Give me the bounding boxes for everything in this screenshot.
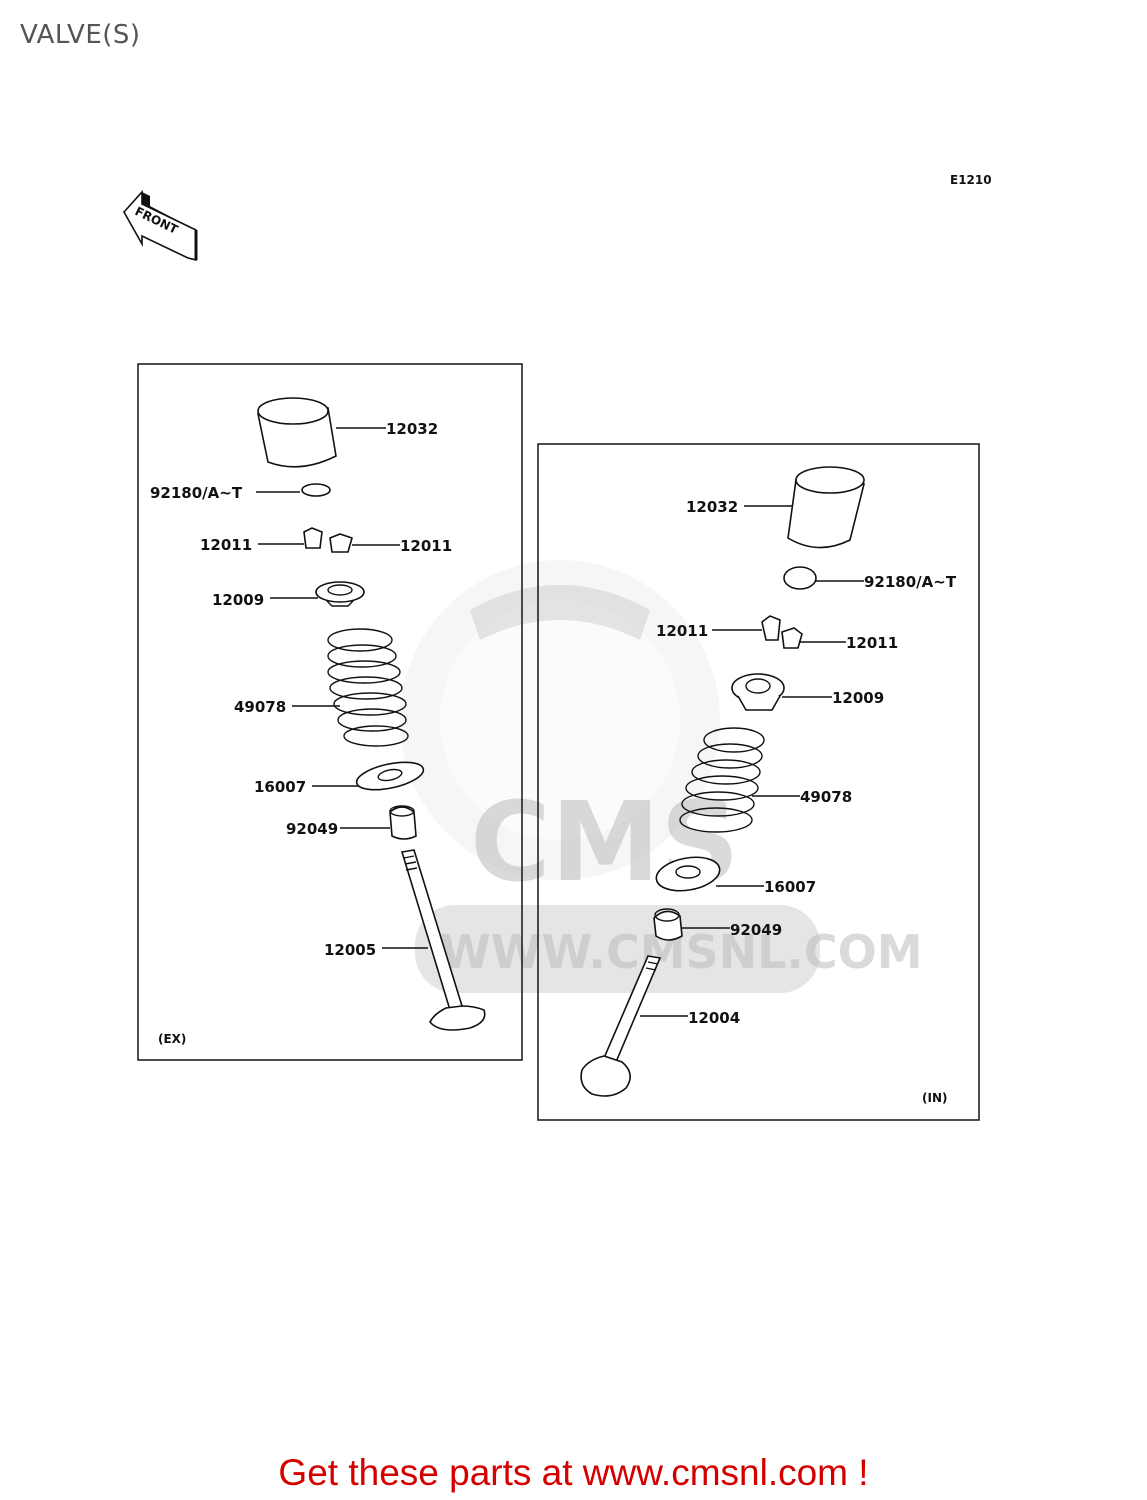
ex-tappet-part [257,397,337,468]
watermark-logo: CMS WWW.CMSNL.COM [400,560,923,993]
exhaust-panel-frame [137,363,523,1061]
intake-panel: 12032 92180/A~T 12011 12011 12009 [537,443,980,1121]
in-retainer-part [731,673,785,711]
ex-shim-part [301,483,331,497]
ex-callout-tappet: 12032 [386,420,438,438]
in-stem-seal-part [653,908,683,941]
in-tappet-part [787,466,866,549]
in-callout-keeper-right: 12011 [846,634,898,652]
ex-spring-seat-part [355,761,425,791]
in-valve-part [580,955,662,1097]
in-callout-valve: 12004 [688,1009,740,1027]
ex-stem-seal-part [389,805,417,840]
in-spring-part [679,727,765,833]
promo-link[interactable]: Get these parts at www.cmsnl.com ! [278,1452,869,1493]
in-callout-keeper-left: 12011 [656,622,708,640]
ex-retainer-part [315,581,365,607]
in-spring-seat-part [655,856,721,892]
in-callout-shim: 92180/A~T [864,573,957,591]
parts-diagram: E1210 FRONT CMS WWW.CMSNL.COM 12032 9218… [123,173,992,1121]
in-shim-part [783,566,817,590]
ex-valve-part [400,849,486,1031]
in-callout-spring: 49078 [800,788,852,806]
ex-callout-stem-seal: 92049 [286,820,338,838]
ex-callout-valve: 12005 [324,941,376,959]
intake-panel-frame [537,443,980,1121]
in-panel-tag: (IN) [922,1091,947,1105]
in-callout-tappet: 12032 [686,498,738,516]
in-callout-spring-seat: 16007 [764,878,816,896]
ex-callout-keeper-right: 12011 [400,537,452,555]
diagram-code: E1210 [950,173,992,187]
ex-callout-shim: 92180/A~T [150,484,243,502]
ex-callout-spring: 49078 [234,698,286,716]
ex-callout-keeper-left: 12011 [200,536,252,554]
ex-panel-tag: (EX) [158,1032,186,1046]
in-callout-retainer: 12009 [832,689,884,707]
ex-callout-retainer: 12009 [212,591,264,609]
ex-keepers-part [303,527,353,553]
ex-spring-part [327,628,409,747]
in-callout-stem-seal: 92049 [730,921,782,939]
ex-callout-spring-seat: 16007 [254,778,306,796]
exhaust-panel: 12032 92180/A~T 12011 12011 12009 [137,363,523,1061]
page-title: VALVE(S) [20,20,141,50]
front-arrow-icon: FRONT [123,189,198,262]
in-keepers-part [761,615,803,649]
